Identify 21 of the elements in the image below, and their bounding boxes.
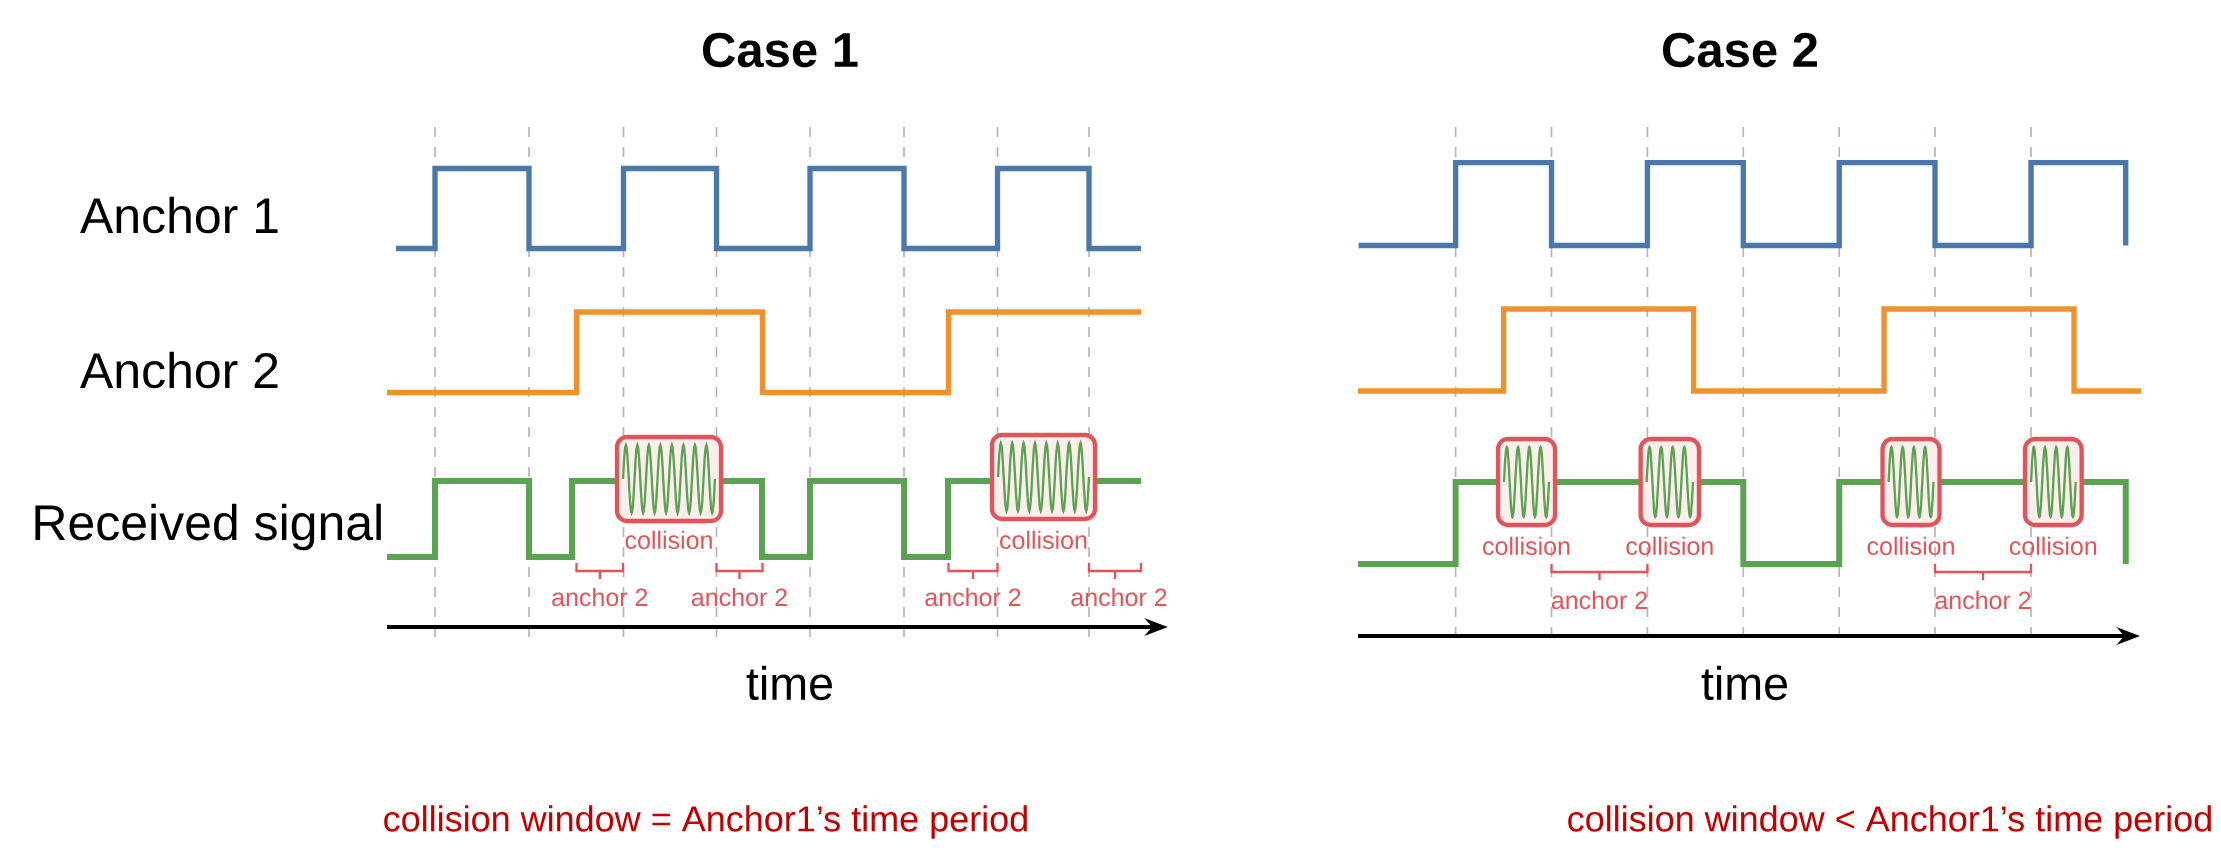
axis-label: time (746, 665, 832, 701)
bracket-label: anchor 2 (925, 587, 1021, 607)
collision-label: collision (1483, 536, 1570, 556)
signal-label: Anchor 1 (80, 196, 278, 234)
collision-label: collision (1000, 530, 1087, 550)
bracket-label: anchor 2 (552, 587, 648, 607)
bracket-label: anchor 2 (1935, 590, 2031, 610)
collision-label: collision (2009, 536, 2097, 556)
collision-label: collision (1867, 536, 1954, 556)
collision-label: collision (625, 530, 712, 550)
collision-label: collision (1626, 536, 1713, 556)
bracket-label: anchor 2 (1071, 587, 1167, 607)
conclusion-text: collision window < Anchor1’s time period (1568, 805, 2211, 839)
bracket-label: anchor 2 (691, 587, 787, 607)
signal-label: Anchor 2 (80, 351, 278, 389)
signal-label: Received signal (35, 503, 381, 551)
conclusion-text: collision window = Anchor1’s time period (384, 805, 1027, 839)
axis-label: time (1701, 665, 1788, 701)
bracket-label: anchor 2 (1551, 590, 1647, 610)
panel-title: Case 1 (703, 32, 858, 68)
panel-title: Case 2 (1663, 32, 1817, 68)
